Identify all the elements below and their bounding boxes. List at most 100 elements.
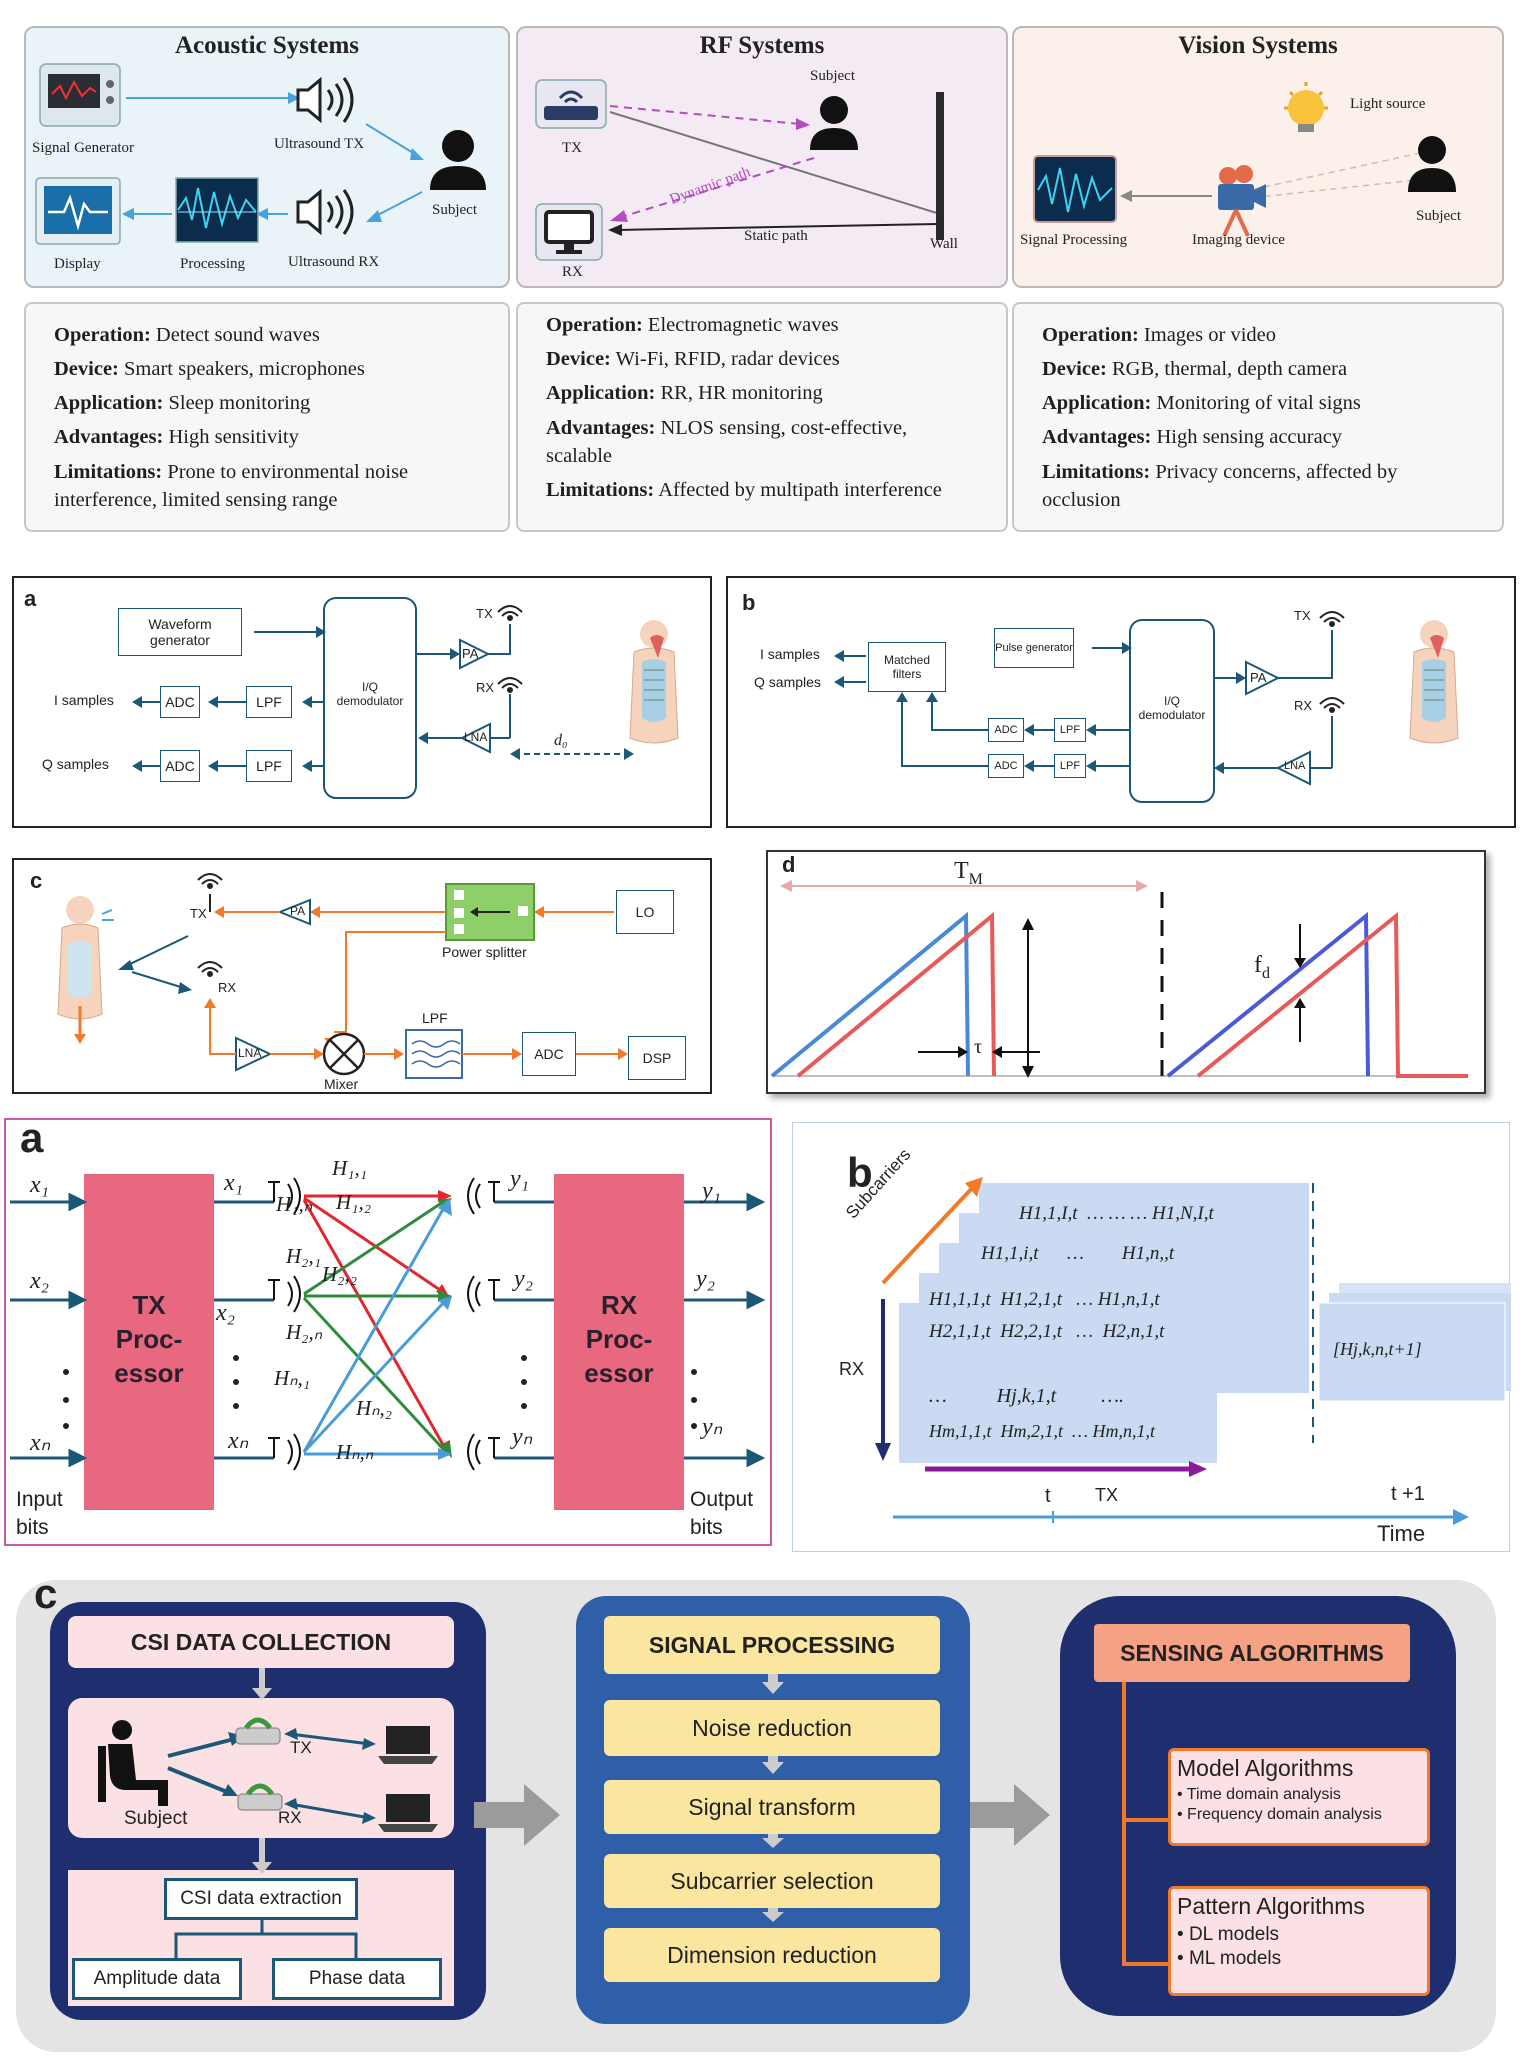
rf-advantages: NLOS sensing, cost-effective, scalable <box>546 417 908 467</box>
tx-label: TX <box>190 906 207 921</box>
vision-diagram <box>1033 82 1456 237</box>
fd-label: fd <box>1254 952 1270 982</box>
lna-label: LNA <box>1284 760 1306 772</box>
signal-processing-block: SIGNAL PROCESSING Noise reduction Signal… <box>576 1596 970 2024</box>
adc-box: ADC <box>988 754 1024 778</box>
speaker-rx-icon <box>296 188 354 236</box>
lna-label: LNA <box>238 1046 262 1060</box>
tx-label: TX <box>1294 608 1311 623</box>
acoustic-advantages: High sensitivity <box>168 426 299 448</box>
x2-label: x₂ <box>30 1268 49 1294</box>
t1-label: t +1 <box>1391 1483 1425 1505</box>
spectrogram-icon <box>175 177 259 243</box>
acoustic-application: Sleep monitoring <box>168 392 311 414</box>
label-signal-processing: Signal Processing <box>1020 232 1128 248</box>
step-dimension-reduction: Dimension reduction <box>604 1928 940 1982</box>
h2n-label: H₂,ₙ <box>286 1320 323 1344</box>
waveform-generator-box: Waveform generator <box>118 608 242 656</box>
radar-b-diagram <box>834 611 1459 803</box>
tensor-row: Hm,1,1,t Hm,2,1,t … Hm,n,1,t <box>929 1421 1156 1441</box>
mimo-diagram <box>10 1174 766 1510</box>
label-static-path: Static path <box>744 228 808 244</box>
iq-demodulator-label: I/Q demodulator <box>336 680 404 708</box>
h1n-label: H₁,ₙ <box>276 1192 313 1216</box>
subject-label: Subject <box>124 1808 188 1829</box>
rf-application: RR, HR monitoring <box>660 382 823 404</box>
acoustic-operation: Detect sound waves <box>155 324 320 346</box>
x2-label: x₂ <box>216 1300 235 1326</box>
label-subject: Subject <box>810 68 855 84</box>
t-label: t <box>1045 1485 1051 1507</box>
y2-label: y₂ <box>696 1266 715 1292</box>
vision-device: RGB, thermal, depth camera <box>1112 358 1348 380</box>
label-subject: Subject <box>1416 208 1461 224</box>
algorithm-tree <box>1122 1682 1172 1966</box>
sensing-algorithms-block: SENSING ALGORITHMS Model Algorithms • Ti… <box>1060 1596 1456 2016</box>
torso-icon <box>1409 620 1459 744</box>
model-algorithms-box: Model Algorithms • Time domain analysis … <box>1168 1748 1430 1846</box>
label-ultrasound-rx: Ultrasound RX <box>288 254 380 270</box>
signal-processing-title: SIGNAL PROCESSING <box>604 1616 940 1674</box>
step-subcarrier-selection: Subcarrier selection <box>604 1854 940 1908</box>
rx-label: RX <box>476 680 495 695</box>
model-item: • Time domain analysis <box>1177 1786 1341 1803</box>
adc-box: ADC <box>160 686 200 718</box>
tensor-next: [Hj,k,n,t+1] <box>1333 1339 1422 1359</box>
label-signal-generator: Signal Generator <box>32 140 135 156</box>
rf-device: Wi-Fi, RFID, radar devices <box>615 348 840 370</box>
acoustic-title: Acoustic Systems <box>174 32 359 59</box>
antenna-icon <box>197 873 223 889</box>
rx-axis-label: RX <box>839 1359 865 1379</box>
fmcw-chirp-diagram <box>770 880 1468 1078</box>
pattern-algorithms-box: Pattern Algorithms • DL models • ML mode… <box>1168 1886 1430 1996</box>
lo-box: LO <box>616 890 674 934</box>
rf-operation: Electromagnetic waves <box>647 314 839 336</box>
subject-icon <box>430 130 486 190</box>
hn1-label: Hₙ,₁ <box>274 1366 311 1390</box>
label-processing: Processing <box>180 256 245 272</box>
csi-tensor-diagram <box>875 1177 1511 1525</box>
signal-generator-icon <box>39 63 121 127</box>
radar-c-panel: c LO ADC DSP PA LNA <box>12 858 712 1094</box>
h11-label: H₁,₁ <box>332 1156 368 1180</box>
collection-scene-diagram <box>98 1717 438 1832</box>
seated-person-icon <box>98 1720 168 1806</box>
xn-label: xₙ <box>30 1430 51 1456</box>
router-icon <box>235 1717 281 1745</box>
display-icon <box>35 177 121 245</box>
phase-data-box: Phase data <box>272 1958 442 2000</box>
radar-c-diagram <box>57 873 628 1079</box>
label-tx: TX <box>562 140 582 156</box>
rf-title: RF Systems <box>699 32 825 59</box>
panel-label: a <box>20 1114 44 1161</box>
lna-label: LNA <box>464 730 488 744</box>
pipeline-panel: c CSI DATA COLLECTION TX RX Su <box>16 1570 1496 2052</box>
csi-extraction-box: CSI data extraction <box>164 1878 358 1920</box>
tx-label: TX <box>476 606 493 621</box>
iq-demodulator-label: I/Q demodulator <box>1138 694 1206 722</box>
adc-box: ADC <box>988 718 1024 742</box>
tensor-row: H2,1,1,t H2,2,1,t … H2,n,1,t <box>929 1321 1165 1342</box>
acoustic-limitations: Prone to environmental noise interferenc… <box>54 461 409 511</box>
lpf-box: LPF <box>1054 754 1086 778</box>
vision-limitations: Privacy concerns, affected by occlusion <box>1042 461 1398 511</box>
adc-box: ADC <box>160 750 200 782</box>
model-item: • Frequency domain analysis <box>1177 1806 1382 1823</box>
y2-label: y₂ <box>514 1266 533 1292</box>
hnn-label: Hₙ,ₙ <box>336 1440 374 1464</box>
pa-label: PA <box>1250 670 1267 685</box>
antenna-icon <box>497 605 523 621</box>
antenna-icon <box>1319 611 1345 627</box>
matched-filters-box: Matched filters <box>868 642 946 692</box>
laptop-icon <box>378 1726 438 1764</box>
lpf-filter-box <box>405 1029 463 1079</box>
label-rx: RX <box>562 264 583 280</box>
panel-label: c <box>34 1570 58 1617</box>
tensor-row: H1,1,1,t H1,2,1,t … H1,n,1,t <box>929 1289 1160 1310</box>
vision-title: Vision Systems <box>1178 32 1338 59</box>
step-signal-transform: Signal transform <box>604 1780 940 1834</box>
radar-b-panel: b Pulse generator Matched filters I/Q de… <box>726 576 1516 828</box>
radar-a-diagram <box>132 597 679 799</box>
